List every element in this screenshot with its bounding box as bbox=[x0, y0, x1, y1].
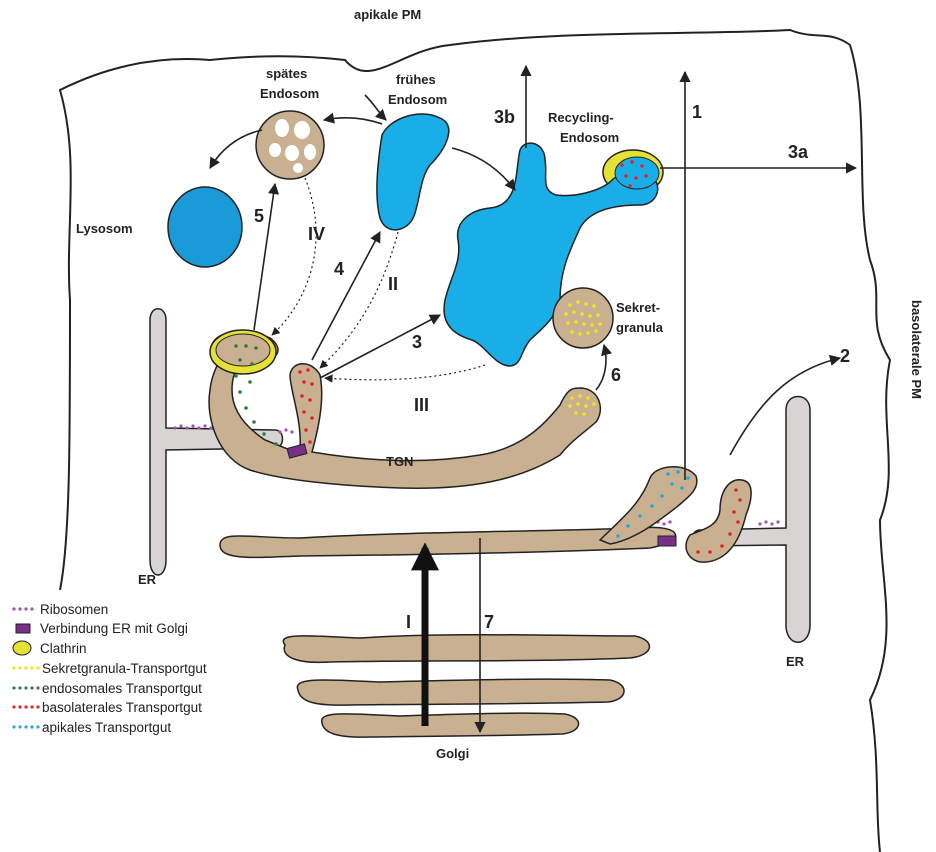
pathway-4: 4 bbox=[334, 259, 344, 279]
legend-item-basolateral-cargo: basolaterales Transportgut bbox=[12, 700, 202, 715]
label-early-endosome-2: Endosom bbox=[388, 92, 447, 107]
pathway-5: 5 bbox=[254, 206, 264, 226]
legend: Ribosomen Verbindung ER mit Golgi Clathr… bbox=[12, 602, 206, 735]
pathway-I: I bbox=[406, 612, 411, 632]
svg-text:basolaterales Transportgut: basolaterales Transportgut bbox=[42, 700, 202, 715]
pathway-3b: 3b bbox=[494, 107, 515, 127]
golgi-cisterna-4 bbox=[322, 713, 579, 737]
pathway-7: 7 bbox=[484, 612, 494, 632]
legend-item-clathrin: Clathrin bbox=[13, 641, 87, 656]
tgn-right-basolateral-bud bbox=[686, 480, 751, 562]
legend-item-ribosomes: Ribosomen bbox=[12, 602, 108, 617]
pathway-IV: IV bbox=[308, 224, 325, 244]
pathway-3: 3 bbox=[412, 332, 422, 352]
label-apical-pm: apikale PM bbox=[354, 7, 421, 22]
legend-item-er-golgi-connector: Verbindung ER mit Golgi bbox=[16, 621, 188, 636]
legend-item-secretory-cargo: Sekretgranula-Transportgut bbox=[12, 661, 206, 676]
svg-text:apikales Transportgut: apikales Transportgut bbox=[42, 720, 171, 735]
label-tgn: TGN bbox=[386, 454, 413, 469]
pathway-III: III bbox=[414, 395, 429, 415]
pathway-3a: 3a bbox=[788, 142, 809, 162]
secretory-granule bbox=[553, 288, 613, 348]
label-late-endosome-1: spätes bbox=[266, 66, 307, 81]
svg-text:Verbindung ER mit Golgi: Verbindung ER mit Golgi bbox=[40, 621, 188, 636]
label-secretory-granule-2: granula bbox=[616, 320, 664, 335]
label-late-endosome-2: Endosom bbox=[260, 86, 319, 101]
svg-text:Clathrin: Clathrin bbox=[40, 641, 87, 656]
legend-item-endosomal-cargo: endosomales Transportgut bbox=[12, 681, 202, 696]
label-secretory-granule-1: Sekret- bbox=[616, 300, 660, 315]
label-recycling-endosome-1: Recycling- bbox=[548, 110, 614, 125]
early-endosome bbox=[377, 114, 449, 230]
lysosome bbox=[168, 187, 242, 267]
label-er-right: ER bbox=[786, 654, 805, 669]
legend-item-apical-cargo: apikales Transportgut bbox=[12, 720, 171, 735]
label-golgi: Golgi bbox=[436, 746, 469, 761]
pathway-II: II bbox=[388, 274, 398, 294]
svg-text:Sekretgranula-Transportgut: Sekretgranula-Transportgut bbox=[42, 661, 207, 676]
pathway-2: 2 bbox=[840, 346, 850, 366]
label-er-left: ER bbox=[138, 572, 157, 587]
golgi-cisterna-2 bbox=[283, 635, 649, 663]
late-endosome bbox=[256, 111, 324, 179]
golgi-cisterna-3 bbox=[297, 679, 624, 705]
pathway-6: 6 bbox=[611, 365, 621, 385]
label-early-endosome-1: frühes bbox=[396, 72, 436, 87]
er-right bbox=[693, 397, 811, 643]
label-basolateral-pm: basolaterale PM bbox=[909, 300, 924, 399]
svg-text:Ribosomen: Ribosomen bbox=[40, 602, 108, 617]
label-lysosome: Lysosom bbox=[76, 221, 133, 236]
label-recycling-endosome-2: Endosom bbox=[560, 130, 619, 145]
er-golgi-connector-right bbox=[658, 536, 676, 546]
svg-text:endosomales Transportgut: endosomales Transportgut bbox=[42, 681, 202, 696]
pathway-1: 1 bbox=[692, 102, 702, 122]
